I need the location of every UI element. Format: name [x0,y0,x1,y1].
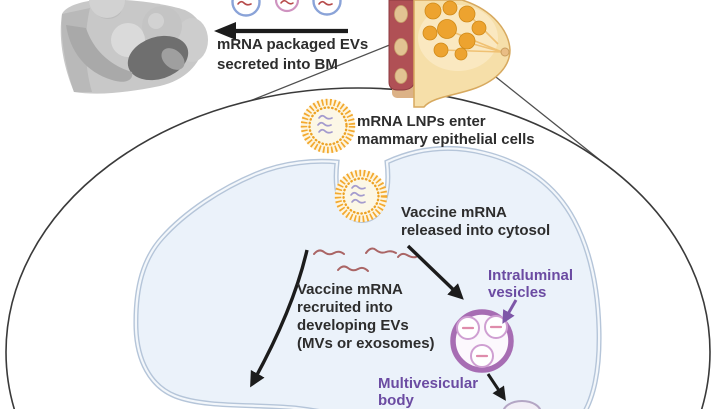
lnp-endocytosed-icon [334,169,388,223]
ev-vesicle-icon [231,0,261,17]
multivesicular-body-icon [450,309,514,373]
intraluminal-vesicle-icon [456,316,480,340]
label-released-cytosol: Vaccine mRNA released into cytosol [401,204,551,239]
ev-vesicle-icon [312,0,342,16]
lnp-mrna-strands [350,184,366,204]
lnp-extracellular-icon [300,98,356,154]
rib-cross-sections [394,5,408,84]
cytosol-mrna-strand-icons [313,247,417,272]
secretion-arrow-icon [214,22,348,40]
intraluminal-vesicle-icon [484,315,508,339]
ev-vesicle-icons [231,0,342,17]
arrow-to-mvb-icon [406,244,464,300]
label-recruited-evs: Vaccine mRNA recruited into developing E… [297,281,435,352]
breast-anatomy-illustration [388,0,511,108]
mother-hand [161,48,185,70]
intraluminal-vesicle-icon [470,344,494,368]
label-lnps-enter: mRNA LNPs enter mammary epithelial cells [357,113,535,148]
intraluminal-pointer-arrow-icon [502,299,518,324]
mother-head [89,0,125,18]
arrow-to-developing-evs-icon [250,249,309,388]
cell-membrane-inner-line [134,147,601,409]
secreted-vesicle-icon [502,400,542,409]
label-packaged-evs: mRNA packaged EVs secreted into BM [217,36,369,73]
mother-breastfeeding-illustration [60,0,208,94]
mammary-gland-lobules [422,0,487,61]
label-intraluminal-vesicles: Intraluminal vesicles [488,267,574,301]
ev-vesicle-icon [274,0,300,13]
label-multivesicular-body: Multivesicular body [378,375,479,409]
nipple [500,47,510,57]
lnp-mrna-strands [317,114,333,134]
arrow-below-mvb-icon [486,373,506,401]
